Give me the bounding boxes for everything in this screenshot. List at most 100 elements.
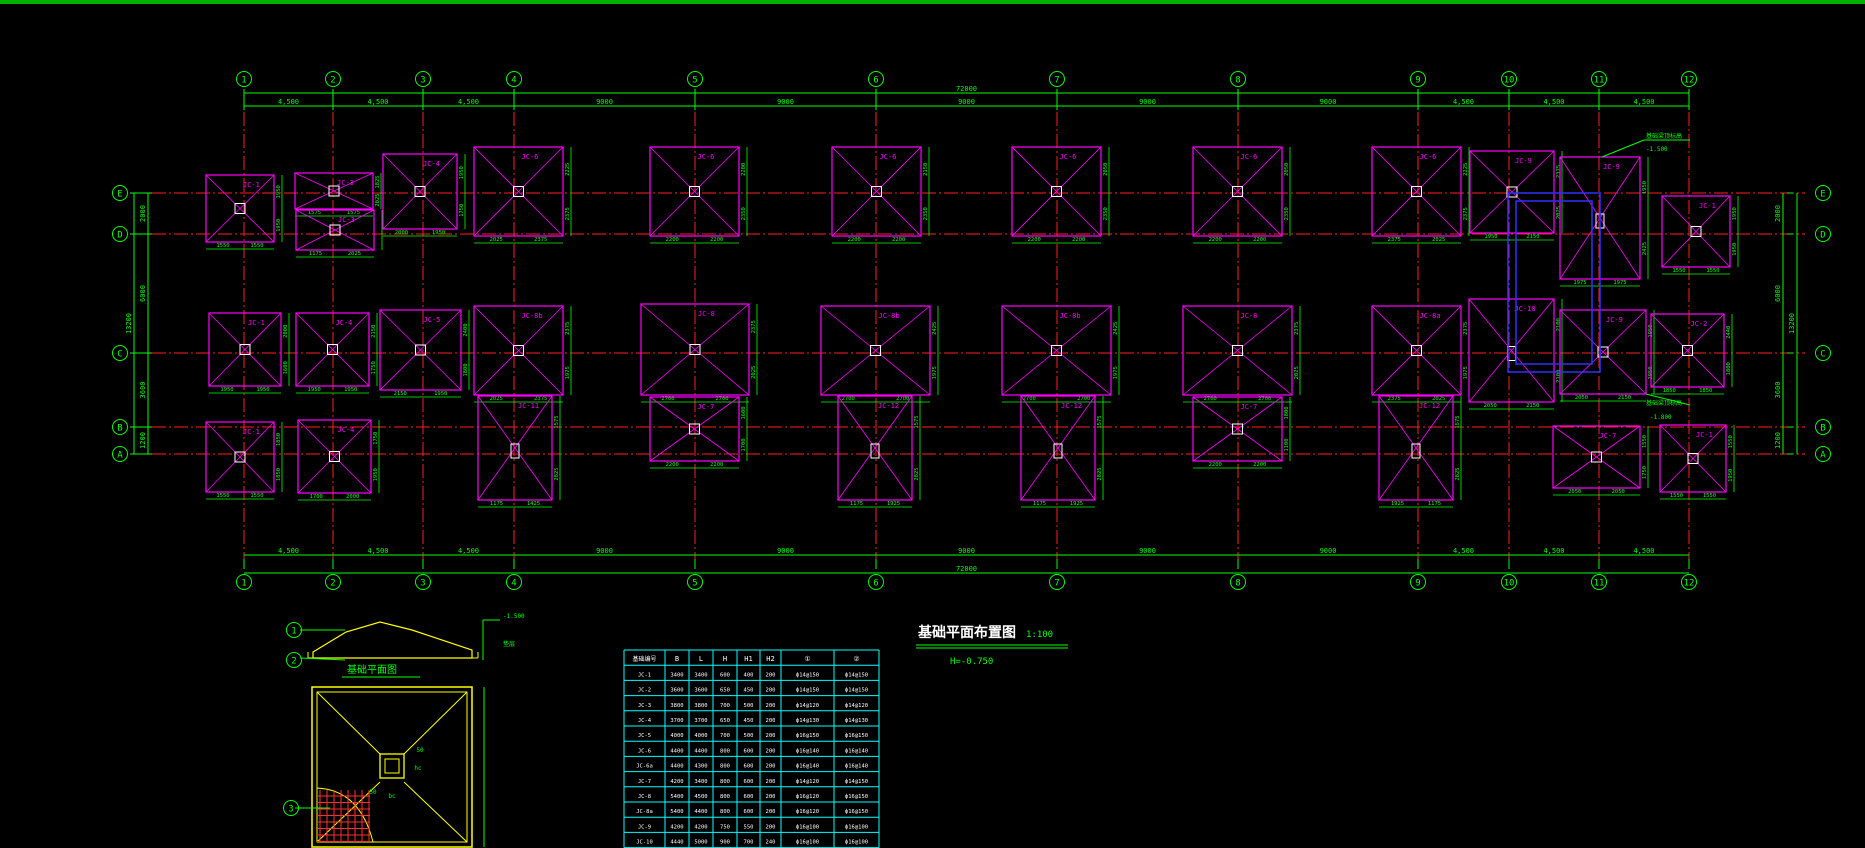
footing-slope-line	[1661, 195, 1697, 232]
footing-slope-line	[1378, 395, 1417, 449]
footing-outline	[1468, 298, 1555, 403]
footing-slope-line	[694, 396, 740, 430]
footing-slope-line	[874, 447, 913, 501]
detail-plan-dim: 50	[369, 789, 377, 796]
footing-dim-label: 1550	[1703, 493, 1716, 499]
table-cell: 3800	[670, 703, 683, 709]
table-cell: 700	[744, 840, 754, 846]
footing-label: JC-7	[1241, 403, 1258, 411]
footing-label: JC-9	[1515, 157, 1532, 165]
footing-slope-line	[1001, 350, 1057, 396]
table-cell: 4400	[670, 748, 683, 754]
table-cell: ф14@120	[845, 703, 868, 709]
footing-dim-label: 2700	[1077, 396, 1090, 402]
column-outline	[513, 345, 524, 356]
footing-slope-line	[1237, 191, 1283, 237]
dim-span-label: 9000	[958, 547, 975, 555]
footing-dim-label: 1800	[463, 363, 469, 376]
footing-dim-label: 2700	[715, 396, 728, 402]
footing-slope-line	[1237, 428, 1283, 462]
footing-slope-line	[1511, 150, 1555, 193]
footing-dim-label: 2825	[1455, 467, 1461, 480]
table-cell: 200	[766, 672, 776, 678]
footing-slope-line	[1192, 146, 1238, 192]
footing-label: JC-4	[336, 319, 353, 327]
detail-marker-3: 3	[288, 805, 293, 815]
axis-bubble-bottom-3: 3	[420, 579, 425, 589]
footing-label: JC-1	[243, 181, 260, 189]
footing-label: JC-12	[878, 402, 899, 410]
table-cell: 200	[766, 703, 776, 709]
footing-dim-label: 2225	[1463, 163, 1469, 176]
axis-bubble-top-10: 10	[1504, 76, 1515, 86]
column-outline	[234, 203, 246, 214]
footing-outline	[297, 419, 372, 494]
footing-slope-line	[518, 191, 564, 237]
footing-slope-line	[837, 395, 876, 449]
footing-label: JC-9	[1606, 316, 1623, 324]
axis-bubble-bottom-10: 10	[1504, 579, 1515, 589]
table-cell: 4200	[694, 824, 707, 830]
axis-bubble-left-E: E	[117, 190, 122, 200]
footing-dim-label: 2025	[751, 366, 757, 379]
annotation-beam-bottom: 基础梁顶标高	[1646, 399, 1682, 407]
table-header: ①	[804, 655, 810, 663]
footing-dim-label: 2700	[1023, 396, 1036, 402]
footing-label: JC-6	[1420, 153, 1437, 161]
footing-slope-line	[333, 190, 374, 210]
footing-slope-line	[876, 191, 922, 237]
footing-slope-line	[1020, 395, 1059, 449]
footing-outline	[208, 312, 282, 387]
table-cell: 800	[720, 764, 730, 770]
table-cell: 200	[766, 809, 776, 815]
dim-span-label: 4,500	[367, 547, 388, 555]
detail-marker-3-circle	[283, 800, 299, 816]
footing-dim-label: 2350	[741, 207, 747, 220]
footing-label: JC-6	[1060, 153, 1077, 161]
column-outline	[870, 345, 881, 356]
axis-bubble-bottom-2-circle	[325, 574, 341, 590]
footing-slope-line	[1237, 350, 1293, 396]
footing-label: JC-12	[1419, 402, 1440, 410]
footing-slope-line	[874, 395, 913, 449]
footing-dim-label: 1550	[1706, 268, 1719, 274]
footing-slope-line	[649, 191, 695, 237]
table-cell: ф16@140	[845, 748, 868, 754]
axis-bubble-bottom-4-circle	[506, 574, 522, 590]
axis-bubble-left-E-circle	[112, 185, 128, 201]
footing-outline	[205, 174, 275, 243]
footing-dim-label: 1175	[1428, 501, 1441, 507]
axis-bubble-bottom-10-circle	[1501, 574, 1517, 590]
axis-bubble-right-E-circle	[1815, 185, 1831, 201]
footing-dim-label: 1975	[1113, 366, 1119, 379]
footing-slope-line	[1371, 350, 1417, 396]
footing-dim-label: 1975	[932, 366, 938, 379]
table-cell: ф16@100	[796, 824, 819, 830]
column-outline	[1597, 346, 1609, 358]
table-cell: 550	[744, 824, 754, 830]
table-cell: 3800	[694, 703, 707, 709]
footing-dim-label: 2025	[1556, 206, 1562, 219]
footing-dim-label: 2375	[1556, 165, 1562, 178]
axis-bubble-top-11-circle	[1591, 71, 1607, 87]
table-header: L	[699, 655, 703, 663]
footing-slope-line	[518, 305, 564, 351]
footing-slope-line	[1415, 447, 1454, 501]
footing-dim-label: 1975	[565, 366, 571, 379]
footing-dim-label: 2150	[923, 163, 929, 176]
table-cell: 650	[720, 718, 730, 724]
footing-dim-label: 1550	[250, 493, 263, 499]
column-outline	[327, 344, 338, 355]
detail-rebar-boundary	[316, 787, 374, 843]
footing-outline	[831, 146, 922, 237]
footing-slope-line	[420, 349, 462, 391]
footing-dim-label: 1950	[1728, 469, 1734, 482]
column-outline	[871, 186, 882, 197]
footing-slope-line	[1001, 305, 1057, 351]
axis-bubble-top-2: 2	[330, 76, 335, 86]
dim-span-label: 4,500	[278, 547, 299, 555]
